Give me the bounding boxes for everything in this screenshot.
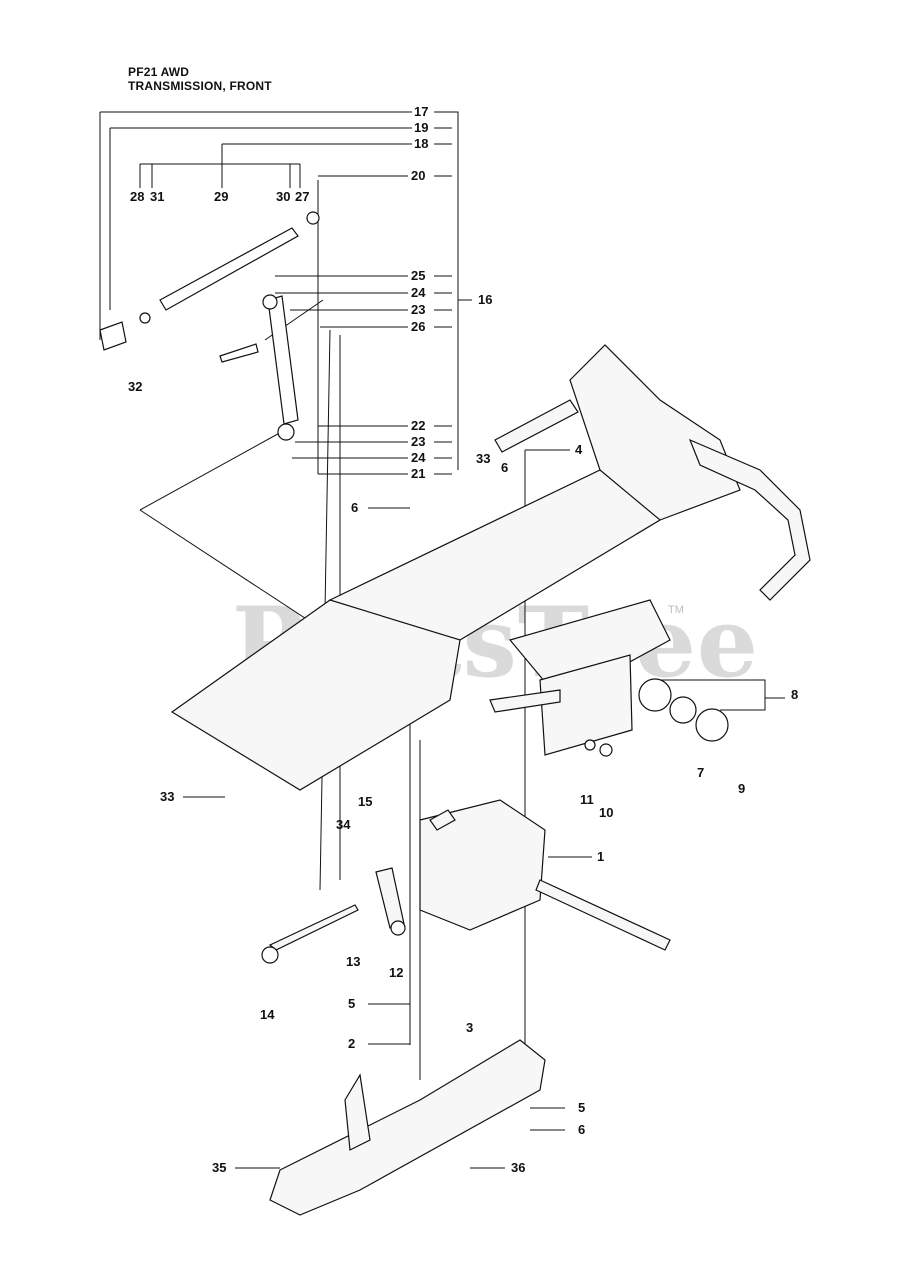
handle-bar: [688, 438, 811, 601]
flange-right: [695, 708, 729, 742]
callout-15: 15: [358, 794, 373, 809]
gearbox: [419, 799, 546, 931]
callout-29: 29: [214, 189, 229, 204]
callout-17: 17: [414, 104, 429, 119]
callout-23: 23: [411, 302, 426, 317]
callout-6a: 6: [501, 460, 509, 475]
callout-33a: 33: [476, 451, 491, 466]
callout-11: 11: [580, 792, 594, 807]
bushing: [669, 696, 697, 724]
watermark-trademark: TM: [668, 604, 684, 616]
callout-26: 26: [411, 319, 426, 334]
model-title: PF21 AWD: [128, 65, 190, 79]
tie-rod-end: [219, 343, 259, 363]
callout-5a: 5: [348, 996, 356, 1011]
callout-10: 10: [599, 805, 614, 820]
callout-32: 32: [128, 379, 143, 394]
pivot-arm: [375, 867, 405, 929]
leader-8: [650, 679, 785, 711]
ball-joint-top: [306, 211, 320, 225]
callout-31: 31: [150, 189, 165, 204]
leader-18: [221, 143, 452, 188]
callout-30: 30: [276, 189, 291, 204]
callout-8: 8: [791, 687, 799, 702]
bracket-left: [99, 321, 127, 351]
callout-19: 19: [414, 120, 429, 135]
skid-bracket: [344, 1073, 371, 1151]
callout-7: 7: [697, 765, 705, 780]
control-rod: [268, 904, 359, 951]
washer-10: [599, 743, 613, 757]
callout-28: 28: [130, 189, 145, 204]
skid-plate: [269, 1039, 546, 1216]
arm-eye-top: [262, 294, 278, 310]
callout-35: 35: [212, 1160, 227, 1175]
callout-13: 13: [346, 954, 361, 969]
callout-5b: 5: [578, 1100, 586, 1115]
input-shaft: [429, 809, 456, 831]
loop-end: [261, 946, 279, 964]
arm-eye-bottom: [277, 423, 295, 441]
chassis-plate: [170, 599, 461, 791]
axle-shaft: [535, 879, 671, 951]
leader-5: [368, 1003, 565, 1109]
leader-28-27: [139, 163, 301, 188]
leader-17: [99, 111, 459, 470]
callout-23b: 23: [411, 434, 426, 449]
callout-6b: 6: [351, 500, 359, 515]
callout-25: 25: [411, 268, 426, 283]
callout-21: 21: [411, 466, 426, 481]
callout-24: 24: [411, 285, 426, 300]
drag-link-rod: [159, 227, 299, 311]
callout-20: 20: [411, 168, 426, 183]
leader-19: [109, 127, 452, 310]
callout-2: 2: [348, 1036, 356, 1051]
flange-left: [638, 678, 672, 712]
callout-14: 14: [260, 1007, 275, 1022]
callout-36: 36: [511, 1160, 526, 1175]
callout-6c: 6: [578, 1122, 586, 1137]
callout-4: 4: [575, 442, 583, 457]
callout-1: 1: [597, 849, 605, 864]
side-plate: [539, 654, 633, 756]
clevis-eye: [390, 920, 406, 936]
ball-joint-left: [139, 312, 151, 324]
callout-12: 12: [389, 965, 404, 980]
callout-9: 9: [738, 781, 746, 796]
callout-18: 18: [414, 136, 429, 151]
callout-16: 16: [478, 292, 493, 307]
callout-34: 34: [336, 817, 351, 832]
side-tube: [494, 399, 579, 453]
callout-27: 27: [295, 189, 310, 204]
callout-22: 22: [411, 418, 426, 433]
nut-11: [584, 739, 596, 751]
steering-arm: [267, 295, 299, 425]
callout-3: 3: [466, 1020, 474, 1035]
section-title: TRANSMISSION, FRONT: [128, 79, 272, 93]
callout-24b: 24: [411, 450, 426, 465]
lower-arm: [489, 689, 561, 713]
callout-33b: 33: [160, 789, 175, 804]
